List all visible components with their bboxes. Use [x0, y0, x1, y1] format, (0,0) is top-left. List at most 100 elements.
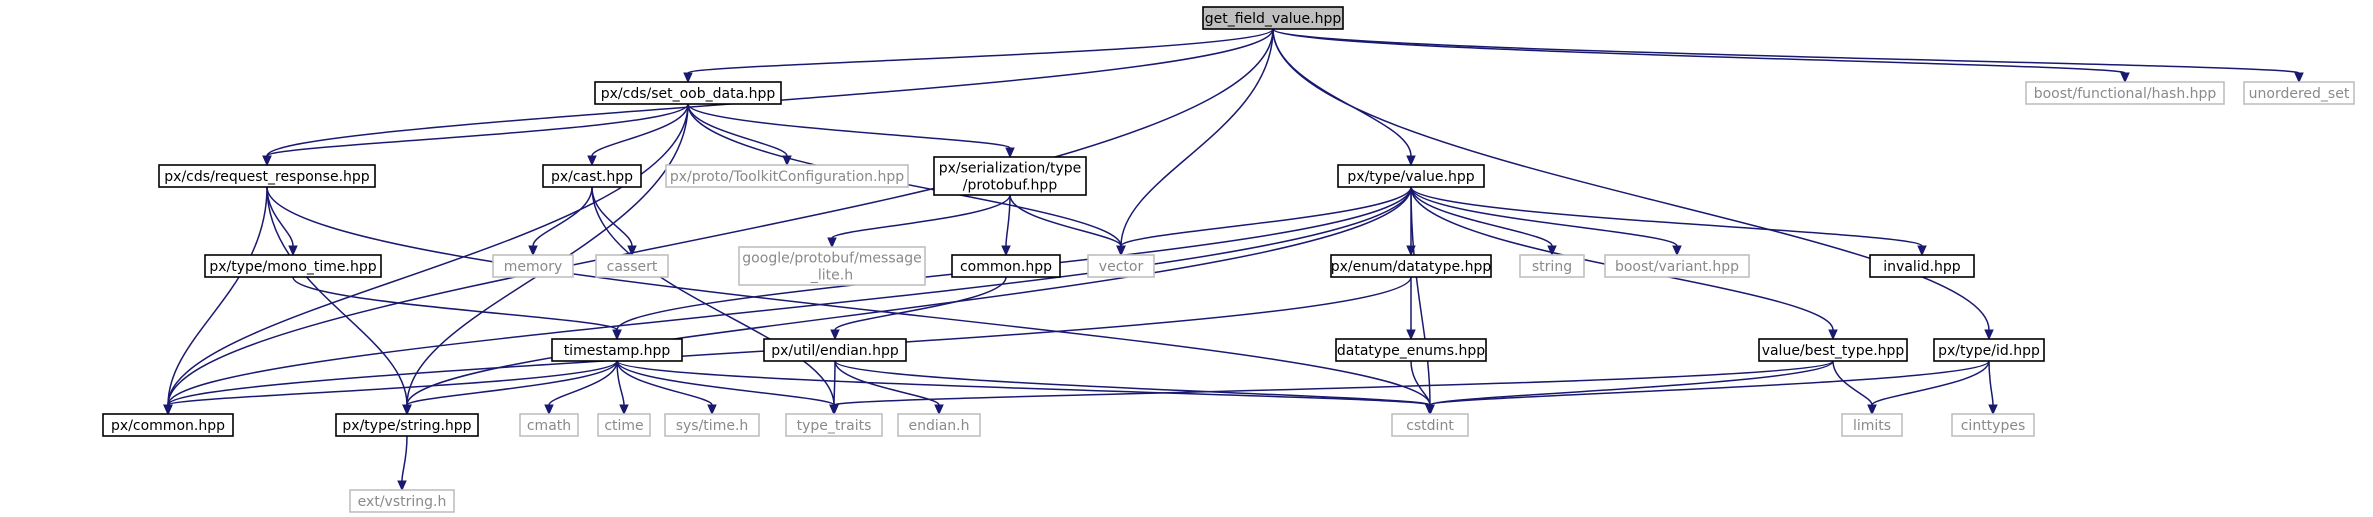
node-px-string[interactable]: px/type/string.hpp: [335, 413, 479, 437]
node-box: [1933, 338, 2045, 362]
node-label: cinttypes: [1961, 418, 2026, 434]
node-invalid[interactable]: invalid.hpp: [1869, 254, 1975, 278]
edge-line: [1429, 360, 1990, 406]
node-mono-time[interactable]: px/type/mono_time.hpp: [204, 254, 382, 278]
edge-set-oob-to-request-response: [262, 103, 689, 167]
edge-line: [1120, 186, 1412, 247]
edge-line: [1410, 186, 1923, 247]
edge-line: [1272, 28, 1990, 331]
node-protobuf[interactable]: px/serialization/type/protobuf.hpp: [933, 156, 1087, 196]
edge-arrowhead: [1547, 245, 1557, 257]
node-box: [785, 413, 883, 437]
node-set-oob[interactable]: px/cds/set_oob_data.hpp: [594, 81, 782, 105]
node-label: limits: [1853, 418, 1891, 434]
node-cast[interactable]: px/cast.hpp: [542, 164, 642, 188]
node-label: px/cds/request_response.hpp: [164, 169, 369, 185]
node-cmath: cmath: [519, 413, 579, 437]
edge-arrowhead: [1828, 329, 1838, 341]
node-box: [335, 413, 479, 437]
edge-arrowhead: [1425, 404, 1435, 416]
node-limits: limits: [1841, 413, 1903, 437]
node-box: [933, 156, 1087, 196]
node-label: get_field_value.hpp: [1205, 11, 1342, 27]
edge-line: [1005, 194, 1011, 247]
node-type-id[interactable]: px/type/id.hpp: [1933, 338, 2045, 362]
edge-arrowhead: [1116, 245, 1126, 257]
node-label: google/protobuf/message: [742, 251, 921, 267]
edge-px-string-to-ext-vstring: [397, 435, 408, 492]
edge-line: [548, 360, 618, 406]
edge-root-to-type-id: [1272, 28, 1994, 341]
edge-arrowhead: [2294, 72, 2304, 84]
edge-arrowhead: [2120, 72, 2130, 84]
edge-set-oob-to-protobuf: [687, 103, 1015, 159]
node-cstdint: cstdint: [1391, 413, 1469, 437]
edge-line: [167, 103, 689, 406]
node-label: px/util/endian.hpp: [771, 343, 899, 359]
edge-arrowhead: [1406, 329, 1416, 341]
edge-line: [167, 360, 618, 406]
node-boost-hash: boost/functional/hash.hpp: [2025, 81, 2225, 105]
edge-line: [266, 186, 408, 406]
node-vector: vector: [1087, 254, 1155, 278]
node-label: ctime: [604, 418, 643, 434]
node-box: [763, 338, 907, 362]
edge-timestamp-to-cstdint: [616, 360, 1435, 416]
node-endian[interactable]: px/util/endian.hpp: [763, 338, 907, 362]
edge-common-hpp-to-endian: [830, 276, 1007, 341]
node-sys-time: sys/time.h: [664, 413, 760, 437]
edge-root-to-set-oob: [683, 28, 1274, 84]
edge-line: [266, 103, 689, 157]
node-box: [492, 254, 574, 278]
edge-line: [834, 360, 1431, 406]
node-px-common[interactable]: px/common.hpp: [102, 413, 234, 437]
edge-line: [167, 28, 1274, 406]
edge-line: [616, 360, 713, 406]
node-label: timestamp.hpp: [564, 343, 671, 359]
edge-best-type-to-cstdint: [1425, 360, 1834, 416]
node-box: [1391, 413, 1469, 437]
node-label: px/type/id.hpp: [1938, 343, 2040, 359]
edge-line: [1410, 186, 1553, 247]
node-label: px/type/mono_time.hpp: [209, 259, 376, 275]
node-datatype[interactable]: px/enum/datatype.hpp: [1330, 254, 1492, 278]
node-ext-vstring: ext/vstring.h: [349, 489, 455, 513]
edge-arrowhead: [612, 329, 622, 341]
edge-arrowhead: [1867, 404, 1877, 416]
node-label: unordered_set: [2249, 86, 2350, 102]
node-box: [738, 246, 926, 286]
edge-line: [1410, 186, 1431, 406]
node-label: invalid.hpp: [1883, 259, 1961, 275]
edge-line: [1009, 194, 1122, 247]
node-timestamp[interactable]: timestamp.hpp: [551, 338, 683, 362]
node-box: [349, 489, 455, 513]
edge-line: [1871, 360, 1990, 406]
node-request-response[interactable]: px/cds/request_response.hpp: [158, 164, 376, 188]
edge-line: [1410, 360, 1431, 406]
edge-root-to-type-value: [1272, 28, 1416, 167]
node-label: px/common.hpp: [111, 418, 225, 434]
node-box: [664, 413, 760, 437]
node-type-value[interactable]: px/type/value.hpp: [1337, 164, 1485, 188]
edge-type-id-to-cstdint: [1425, 360, 1990, 416]
edge-line: [616, 360, 625, 406]
edge-arrowhead: [1984, 329, 1994, 341]
node-common-hpp[interactable]: common.hpp: [951, 254, 1061, 278]
edge-type-value-to-boost-variant: [1410, 186, 1682, 257]
edge-best-type-to-type-traits: [829, 360, 1834, 416]
edge-line: [687, 103, 788, 157]
node-box: [551, 338, 683, 362]
node-box: [597, 413, 651, 437]
edge-line: [1988, 360, 1994, 406]
edge-arrowhead: [1672, 245, 1682, 257]
node-datatype-enums[interactable]: datatype_enums.hpp: [1335, 338, 1487, 362]
edge-arrowhead: [397, 480, 407, 492]
node-root[interactable]: get_field_value.hpp: [1202, 6, 1344, 30]
edge-line: [591, 186, 835, 406]
edge-arrowhead: [402, 404, 412, 416]
edge-arrowhead: [1005, 147, 1015, 159]
node-best-type[interactable]: value/best_type.hpp: [1758, 338, 1908, 362]
edge-timestamp-to-px-string: [402, 360, 618, 416]
edge-protobuf-to-common-hpp: [1001, 194, 1011, 257]
node-label: /protobuf.hpp: [963, 178, 1058, 194]
